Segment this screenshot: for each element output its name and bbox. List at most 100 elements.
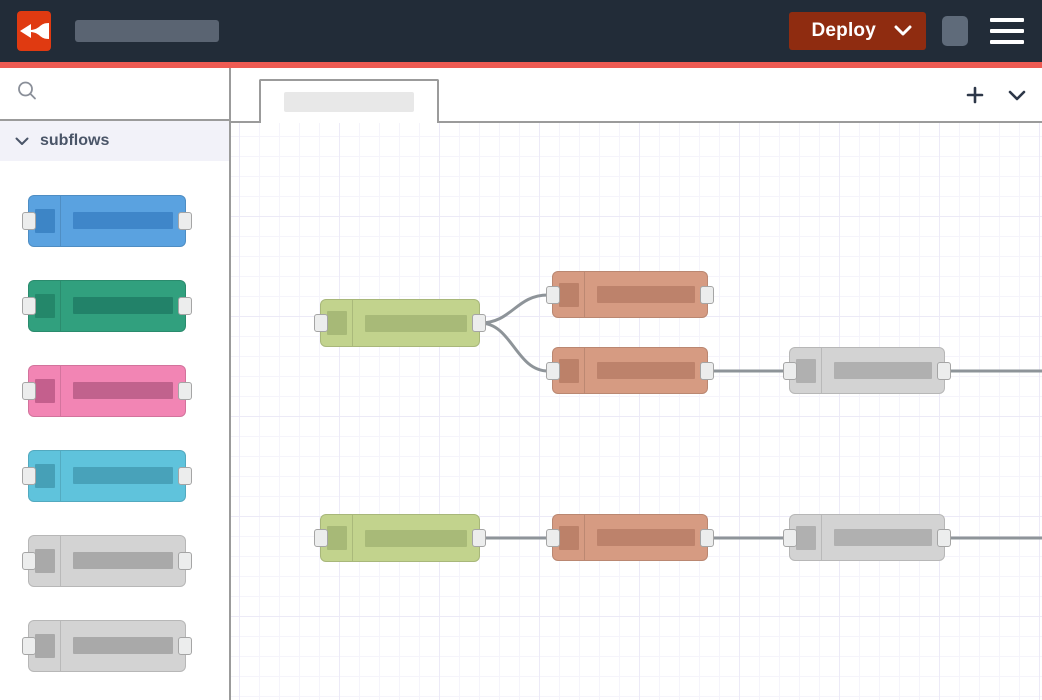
node-label-placeholder bbox=[365, 315, 467, 332]
palette-node-5[interactable] bbox=[28, 535, 186, 587]
node-output-port[interactable] bbox=[700, 286, 714, 304]
node-icon-placeholder bbox=[327, 311, 347, 335]
node-body bbox=[822, 515, 944, 560]
flow-tab-label-placeholder bbox=[284, 92, 414, 112]
palette-list-item[interactable] bbox=[0, 348, 229, 433]
node-input-port[interactable] bbox=[22, 297, 36, 315]
tab-bar-actions bbox=[964, 68, 1028, 121]
node-output-port[interactable] bbox=[178, 552, 192, 570]
node-input-port[interactable] bbox=[546, 286, 560, 304]
flow-workspace bbox=[231, 68, 1042, 700]
node-input-port[interactable] bbox=[783, 362, 797, 380]
node-input-port[interactable] bbox=[314, 529, 328, 547]
node-input-port[interactable] bbox=[22, 467, 36, 485]
node-label-placeholder bbox=[365, 530, 467, 547]
node-output-port[interactable] bbox=[178, 297, 192, 315]
palette-list-item[interactable] bbox=[0, 433, 229, 518]
canvas-node-green-2[interactable] bbox=[320, 514, 480, 562]
palette-node-1[interactable] bbox=[28, 195, 186, 247]
node-body bbox=[61, 621, 185, 671]
node-icon-placeholder bbox=[35, 209, 55, 233]
hamburger-menu-icon[interactable] bbox=[990, 18, 1024, 44]
node-label-placeholder bbox=[73, 382, 173, 399]
node-icon-placeholder bbox=[35, 379, 55, 403]
plus-icon[interactable] bbox=[964, 84, 986, 106]
flow-tab-bar bbox=[231, 68, 1042, 123]
node-output-port[interactable] bbox=[178, 637, 192, 655]
node-output-port[interactable] bbox=[937, 529, 951, 547]
node-input-port[interactable] bbox=[546, 529, 560, 547]
canvas-node-grey-1[interactable] bbox=[789, 347, 945, 394]
chevron-down-icon[interactable] bbox=[894, 25, 912, 37]
palette-list-item[interactable] bbox=[0, 263, 229, 348]
canvas-node-green-1[interactable] bbox=[320, 299, 480, 347]
node-label-placeholder bbox=[73, 637, 173, 654]
canvas-node-orange-3[interactable] bbox=[552, 514, 708, 561]
canvas-node-orange-2[interactable] bbox=[552, 347, 708, 394]
palette-category-subflows[interactable]: subflows bbox=[0, 121, 229, 161]
palette-node-2[interactable] bbox=[28, 280, 186, 332]
palette-node-list bbox=[0, 161, 229, 688]
node-label-placeholder bbox=[834, 362, 932, 379]
flow-tab-1[interactable] bbox=[259, 79, 439, 123]
palette-list-item[interactable] bbox=[0, 603, 229, 688]
deploy-button-label: Deploy bbox=[811, 20, 876, 42]
node-body bbox=[61, 196, 185, 246]
node-output-port[interactable] bbox=[472, 314, 486, 332]
node-input-port[interactable] bbox=[22, 212, 36, 230]
canvas-node-orange-1[interactable] bbox=[552, 271, 708, 318]
node-label-placeholder bbox=[597, 286, 695, 303]
node-body bbox=[353, 515, 479, 561]
node-output-port[interactable] bbox=[472, 529, 486, 547]
deploy-button[interactable]: Deploy bbox=[789, 12, 926, 50]
node-body bbox=[822, 348, 944, 393]
palette-node-4[interactable] bbox=[28, 450, 186, 502]
node-output-port[interactable] bbox=[700, 529, 714, 547]
flow-links bbox=[231, 123, 1042, 700]
palette-list-item[interactable] bbox=[0, 518, 229, 603]
node-icon-placeholder bbox=[35, 634, 55, 658]
node-label-placeholder bbox=[597, 529, 695, 546]
chevron-down-icon[interactable] bbox=[1006, 84, 1028, 106]
node-output-port[interactable] bbox=[700, 362, 714, 380]
node-output-port[interactable] bbox=[178, 382, 192, 400]
palette-list-item[interactable] bbox=[0, 178, 229, 263]
node-icon-placeholder bbox=[559, 359, 579, 383]
node-input-port[interactable] bbox=[314, 314, 328, 332]
node-input-port[interactable] bbox=[22, 552, 36, 570]
user-menu-placeholder[interactable] bbox=[942, 16, 968, 46]
palette-node-6[interactable] bbox=[28, 620, 186, 672]
node-label-placeholder bbox=[73, 467, 173, 484]
node-output-port[interactable] bbox=[178, 212, 192, 230]
palette-sidebar: subflows bbox=[0, 68, 231, 700]
node-input-port[interactable] bbox=[783, 529, 797, 547]
node-input-port[interactable] bbox=[546, 362, 560, 380]
canvas-node-grey-2[interactable] bbox=[789, 514, 945, 561]
node-body bbox=[61, 366, 185, 416]
node-label-placeholder bbox=[73, 297, 173, 314]
header-title-placeholder bbox=[75, 20, 219, 42]
node-label-placeholder bbox=[73, 552, 173, 569]
node-body bbox=[585, 348, 707, 393]
hamburger-bar-1 bbox=[990, 18, 1024, 22]
link-n1-n2[interactable] bbox=[480, 295, 548, 323]
node-input-port[interactable] bbox=[22, 382, 36, 400]
palette-category-label: subflows bbox=[40, 132, 109, 150]
node-input-port[interactable] bbox=[22, 637, 36, 655]
node-icon-placeholder bbox=[796, 359, 816, 383]
node-icon-placeholder bbox=[35, 464, 55, 488]
chevron-down-icon[interactable] bbox=[14, 137, 30, 146]
node-icon-placeholder bbox=[327, 526, 347, 550]
node-body bbox=[61, 536, 185, 586]
node-icon-placeholder bbox=[35, 549, 55, 573]
node-output-port[interactable] bbox=[937, 362, 951, 380]
node-red-logo-icon[interactable] bbox=[17, 11, 51, 51]
node-body bbox=[585, 272, 707, 317]
flow-canvas[interactable] bbox=[231, 123, 1042, 700]
node-output-port[interactable] bbox=[178, 467, 192, 485]
app-header: Deploy bbox=[0, 0, 1042, 62]
palette-search-bar[interactable] bbox=[0, 68, 229, 121]
palette-node-3[interactable] bbox=[28, 365, 186, 417]
link-n1-n3[interactable] bbox=[480, 323, 548, 371]
